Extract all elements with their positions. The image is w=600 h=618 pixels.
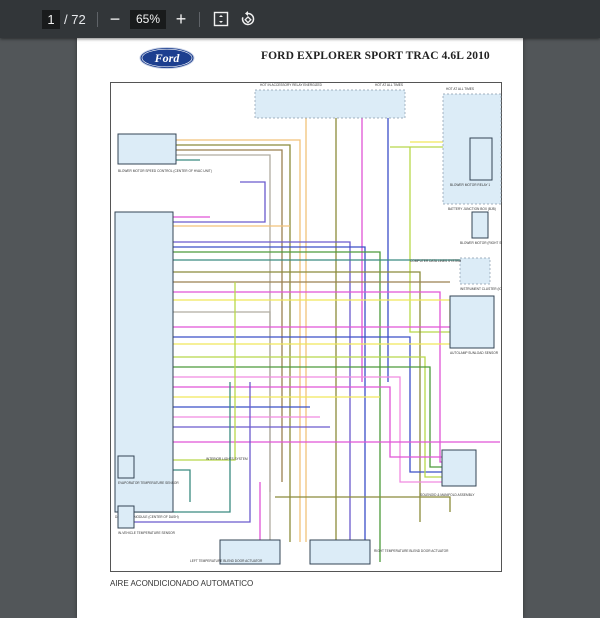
toolbar-divider [97,12,98,27]
wire [173,291,442,463]
wire [176,144,291,542]
document-title: FORD EXPLORER SPORT TRAC 4.6L 2010 [261,50,490,62]
wire [173,386,442,458]
ford-logo: Ford [139,47,195,69]
instrument-cluster [459,257,491,285]
wire [173,241,351,562]
incar-sensor [117,505,135,529]
wire [173,356,442,478]
rotate-button[interactable] [240,11,256,27]
wire [173,246,366,562]
fuse-block-label: HOT AT ALL TIMES [446,87,474,91]
fuse-block-sjb [254,89,406,119]
wire [173,376,442,483]
wire [275,496,451,512]
wiring-diagram: HOT IN ACCESSORY RELAY ENERGIZED HOT AT A… [110,82,502,572]
instrument-cluster-label: INSTRUMENT CLUSTER (IC) [460,287,502,291]
blower-speed-control-label: BLOWER MOTOR SPEED CONTROL (CENTER OF HV… [118,169,212,173]
page-number-input[interactable]: 1 [42,10,60,29]
sunload-sensor-label: AUTOLAMP SUNLOAD SENSOR [450,351,499,355]
fit-page-button[interactable] [213,11,229,27]
page-caption: AIRE ACONDICIONADO AUTOMATICO [110,579,254,588]
wire [173,336,442,473]
bjb-label: BATTERY JUNCTION BOX (BJB) [448,207,496,211]
data-lines-label: COMPUTER DATA LINES SYSTEM [410,259,461,263]
fuse-block-label: HOT AT ALL TIMES [375,83,403,87]
wire [134,382,251,523]
zoom-level-input[interactable]: 65% [130,10,166,29]
blower-relay-label: BLOWER MOTOR RELAY 1 [450,183,490,187]
solenoid-label: SOLENOID & MANIFOLD ASSEMBLY [420,493,475,497]
interior-lights-label: INTERIOR LIGHTS SYSTEM [206,457,248,461]
evaporator-sensor [117,455,135,479]
pdf-page: Ford FORD EXPLORER SPORT TRAC 4.6L 2010 … [77,38,523,618]
zoom-out-button[interactable]: − [109,9,121,29]
left-blend-actuator [219,539,281,565]
right-actuator-label: RIGHT TEMPERATURE BLEND DOOR ACTUATOR [374,549,449,553]
wire [173,251,381,562]
wire [176,149,283,482]
modules-group: HOT IN ACCESSORY RELAY ENERGIZED HOT AT A… [114,83,502,565]
solenoid-assembly [441,449,477,487]
logo-text: Ford [154,51,181,65]
sunload-sensor [449,295,495,349]
blower-speed-control [117,133,177,165]
evap-sensor-label: EVAPORATOR TEMPERATURE SENSOR [118,481,179,485]
pdf-toolbar: 1 / 72 − 65% + [0,0,600,38]
fit-page-icon [213,11,229,27]
blower-motor [471,211,489,239]
fuse-block-label: HOT IN ACCESSORY RELAY ENERGIZED [260,83,323,87]
toolbar-divider [199,12,200,27]
hvac-module-label: DATC HVAC MODULE (CENTER OF DASH) [115,515,179,519]
wire [173,366,442,468]
wire [173,271,421,522]
blower-relay [469,137,493,181]
wire [173,181,266,223]
zoom-in-button[interactable]: + [175,9,187,29]
blower-motor-label: BLOWER MOTOR (RIGHT SIDE OF HVAC UNIT) [460,241,502,245]
rotate-icon [241,11,255,26]
incar-sensor-label: IN-VEHICLE TEMPERATURE SENSOR [118,531,176,535]
wire [176,139,301,542]
wire [173,311,271,542]
left-actuator-label: LEFT TEMPERATURE BLEND DOOR ACTUATOR [190,559,263,563]
page-total: / 72 [64,12,86,27]
right-blend-actuator [309,539,371,565]
